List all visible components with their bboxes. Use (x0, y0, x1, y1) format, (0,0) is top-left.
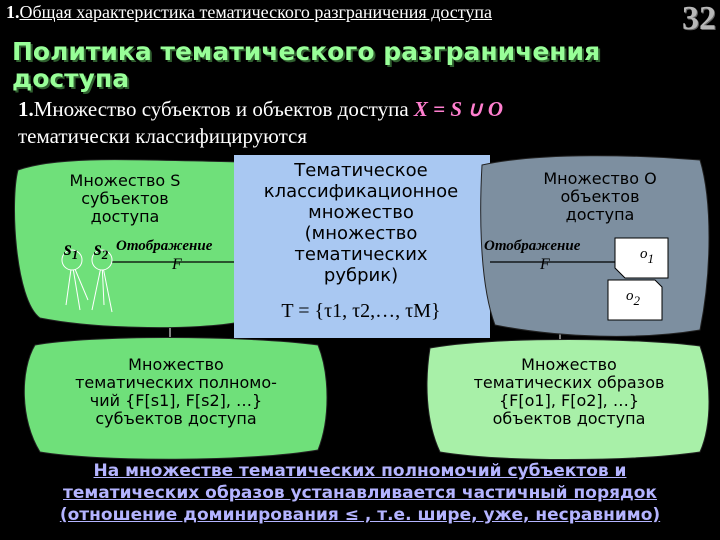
thematic-set-text: Тематическое классификационное множество… (236, 160, 486, 286)
mapping-right-F: F (540, 256, 550, 273)
header-line: 1.Общая характеристика тематического раз… (6, 2, 674, 23)
mapping-right-label: Отображение (484, 238, 581, 254)
subjects-label: Множество S субъектов доступа (30, 172, 220, 226)
objects-line3: доступа (565, 205, 635, 224)
permissions-line2: тематических полномо- (75, 373, 277, 392)
conclusion-line3: (отношение доминирования ≤ , т.е. шире, … (59, 505, 661, 525)
objects-line2: объектов (560, 187, 640, 206)
objects-label: Множество O объектов доступа (500, 170, 700, 224)
subjects-line1: Множество S (69, 171, 181, 190)
object-o1: o1 (640, 246, 654, 266)
mapping-left-F: F (172, 256, 182, 273)
point-1: 1.Множество субъектов и объектов доступа… (18, 96, 708, 150)
mapping-left-label: Отображение (116, 238, 213, 254)
images-blob (426, 339, 710, 460)
center-line-6: рубрик) (323, 265, 399, 286)
object-o2: o2 (626, 288, 640, 308)
slide-number: 32 (682, 0, 716, 37)
conclusion-line1: На множестве тематических полномочий суб… (93, 461, 627, 481)
page-title: Политика тематического разграничения дос… (12, 37, 601, 93)
images-line1: Множество (521, 355, 617, 374)
center-line-4: (множество (304, 223, 418, 244)
images-line3: {F[o1], F[o2], …} (498, 391, 639, 410)
center-line-1: Тематическое (294, 160, 428, 181)
point-1-number: 1. (18, 97, 34, 121)
images-line4: объектов доступа (492, 409, 646, 428)
objects-line1: Множество O (543, 169, 657, 188)
permissions-line4: субъектов доступа (95, 409, 257, 428)
document-icons (607, 237, 669, 321)
header-text: Общая характеристика тематического разгр… (19, 2, 493, 22)
point-1-formula: X = S ∪ O (413, 97, 504, 121)
center-line-3: множество (308, 202, 414, 223)
subject-s2: s2 (94, 238, 109, 262)
subject-s1: s1 (64, 238, 79, 262)
center-line-5: тематических (294, 244, 428, 265)
header-number: 1. (6, 2, 20, 22)
point-1-text: Множество субъектов и объектов доступа (33, 97, 409, 121)
permissions-line3: чий {F[s1], F[s2], …} (89, 391, 263, 410)
conclusion-line2: тематических образов устанавливается час… (63, 483, 657, 503)
thematic-set-box (234, 155, 490, 338)
thematic-set-formula: T = {τ1, τ2,…, τM} (281, 300, 441, 322)
center-line-2: классификационное (263, 181, 459, 202)
conclusion: На множестве тематических полномочий суб… (6, 460, 714, 526)
permissions-line1: Множество (128, 355, 224, 374)
permissions-blob (23, 337, 328, 460)
images-label: Множество тематических образов {F[o1], F… (434, 356, 704, 428)
subjects-line2: субъектов (81, 189, 169, 208)
images-line2: тематических образов (473, 373, 665, 392)
permissions-label: Множество тематических полномо- чий {F[s… (36, 356, 316, 428)
point-1-text2: тематически классифицируются (18, 124, 308, 148)
subjects-figures (61, 249, 113, 313)
subjects-line3: доступа (90, 207, 160, 226)
